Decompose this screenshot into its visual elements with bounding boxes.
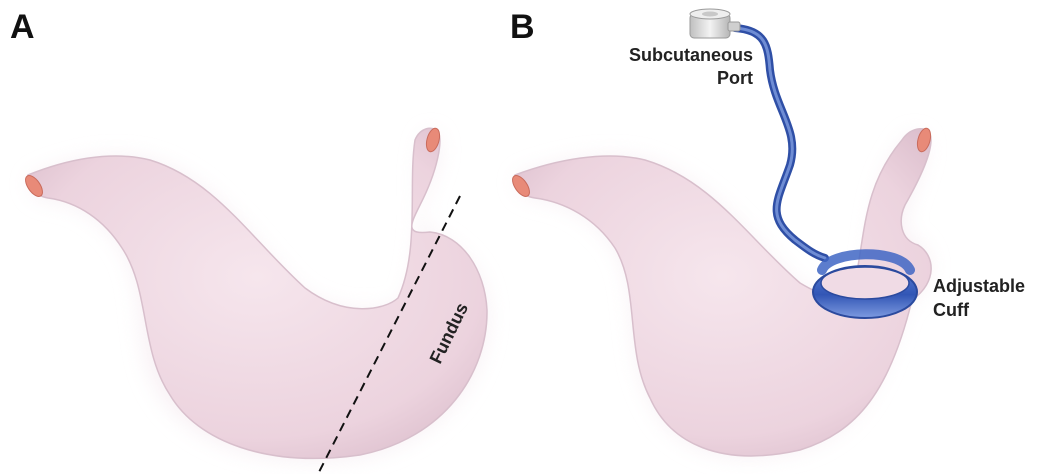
port-label-line1: Subcutaneous [629,45,753,65]
port-label-line2: Port [717,68,753,88]
stomach-a [22,127,488,461]
panel-b-letter: B [510,8,535,46]
panel-a: A Fundus [10,8,488,474]
port-septum [702,12,718,17]
port-nozzle [728,22,740,31]
cuff-inner [821,267,909,299]
cuff-label-line2: Cuff [933,300,970,320]
panel-b: B Subcutaneous Port Adjustable Cuff [509,8,1025,457]
stomach-a-body [27,128,487,458]
subcutaneous-port [690,9,740,38]
panel-a-letter: A [10,8,35,46]
cuff-label-line1: Adjustable [933,276,1025,296]
